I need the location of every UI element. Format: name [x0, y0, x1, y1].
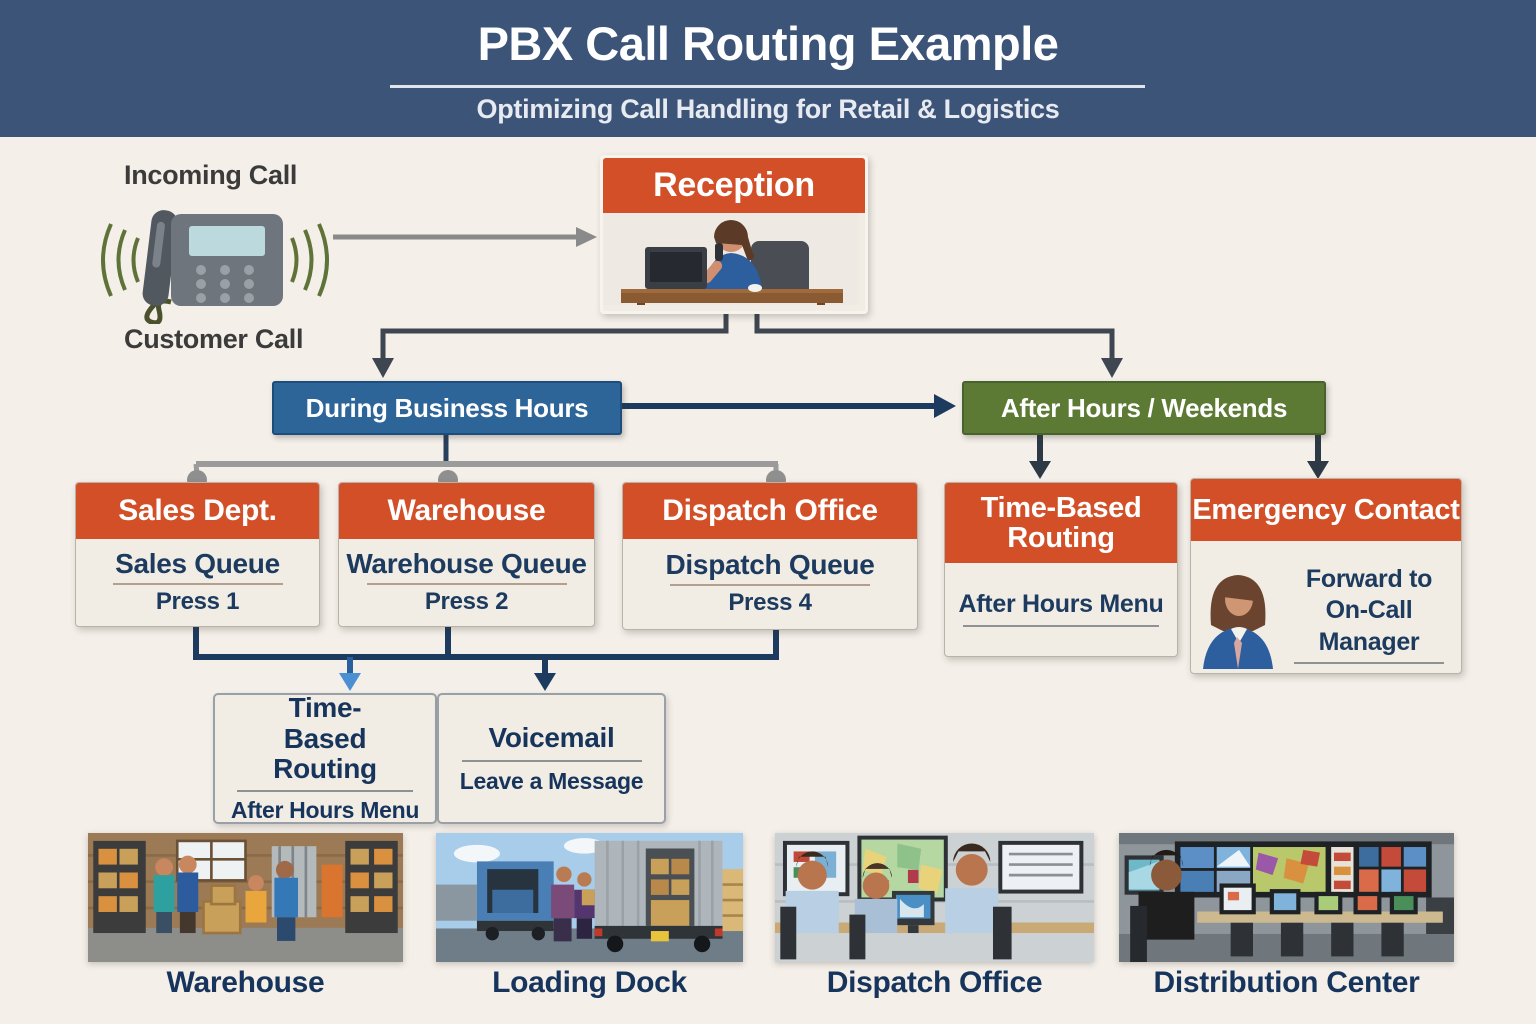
receptionist-illustration	[603, 213, 865, 305]
loading-dock-photo	[436, 833, 743, 962]
ringing-phone-icon	[95, 196, 335, 324]
warehouse-press-label: Press 2	[424, 587, 509, 615]
loading-dock-caption: Loading Dock	[492, 966, 687, 999]
customer-call-label: Customer Call	[124, 324, 304, 354]
dispatch-press-label: Press 4	[728, 589, 812, 616]
dispatch-office-photo	[775, 833, 1094, 962]
sales-dept-node: Sales Dept. Sales Queue Press 1	[75, 482, 320, 627]
sales-press-label: Press 1	[155, 587, 240, 615]
on-call-manager-illustration	[1199, 565, 1277, 669]
warehouse-photo	[88, 833, 403, 962]
page-subtitle: Optimizing Call Handling for Retail & Lo…	[476, 94, 1060, 124]
reception-node: Reception	[600, 155, 868, 314]
warehouse-node: Warehouse Warehouse Queue Press 2	[338, 482, 595, 627]
reception-title: Reception	[603, 158, 865, 213]
warehouse-queue-label: Warehouse Queue	[346, 547, 587, 579]
time-based-routing-node-left: Time-Based Routing After Hours Menu	[213, 691, 437, 824]
incoming-call-label: Incoming Call	[124, 160, 298, 190]
dispatch-office-node: Dispatch Office Dispatch Queue Press 4	[622, 482, 918, 630]
time-based-routing-node-right: Time-Based Routing After Hours Menu	[944, 482, 1178, 657]
sales-queue-label: Sales Queue	[115, 547, 280, 579]
warehouse-caption: Warehouse	[166, 966, 325, 999]
distribution-center-caption: Distribution Center	[1153, 966, 1420, 999]
emergency-contact-title: Emergency Contact	[1191, 479, 1461, 541]
business-hours-branch: During Business Hours	[272, 381, 622, 435]
after-hours-menu-label-left: After Hours Menu	[230, 797, 420, 824]
forward-on-call-label: Forward to On-Call Manager	[1305, 565, 1433, 656]
emergency-contact-node: Emergency Contact Forward to On-Call Man…	[1190, 478, 1462, 674]
distribution-center-photo	[1119, 833, 1454, 962]
time-based-routing-title-left: Time-Based Routing	[273, 691, 377, 785]
dispatch-office-caption: Dispatch Office	[826, 966, 1043, 999]
dispatch-office-title: Dispatch Office	[623, 483, 917, 539]
dispatch-queue-label: Dispatch Queue	[665, 549, 875, 580]
sales-dept-title: Sales Dept.	[76, 483, 319, 539]
after-hours-branch: After Hours / Weekends	[962, 381, 1326, 435]
after-hours-menu-label-right: After Hours Menu	[958, 589, 1164, 618]
warehouse-title: Warehouse	[339, 483, 594, 539]
header-band: PBX Call Routing Example Optimizing Call…	[0, 0, 1536, 137]
title-divider	[390, 85, 1145, 88]
leave-message-label: Leave a Message	[459, 768, 644, 794]
voicemail-node: Voicemail Leave a Message	[437, 693, 666, 824]
voicemail-title: Voicemail	[488, 722, 615, 753]
time-based-routing-title-right: Time-Based Routing	[945, 483, 1177, 563]
page-title: PBX Call Routing Example	[477, 17, 1059, 70]
